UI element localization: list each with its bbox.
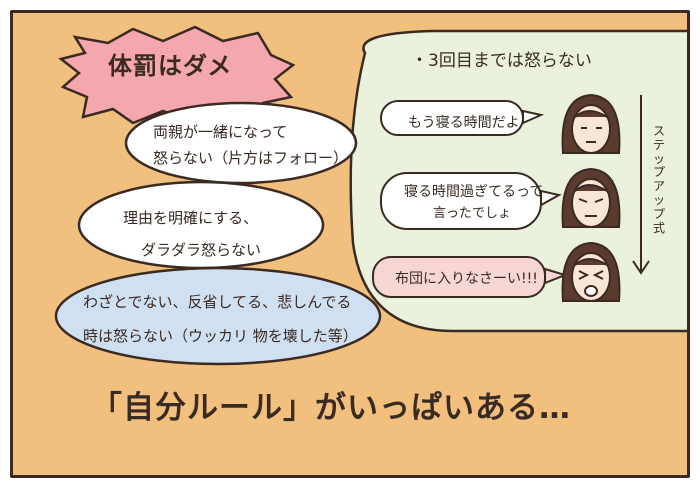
step-up-label: ステップアップ式: [653, 124, 666, 235]
step-1-text: もう寝る時間だよ: [408, 115, 520, 131]
bubble-2-line-2: ダラダラ怒らない: [141, 241, 262, 259]
mom-face-angry: [561, 241, 621, 302]
down-arrow-icon: [632, 95, 650, 275]
bubble-2-line-1: 理由を明確にする、: [123, 209, 259, 227]
bubble-1-line-2: 怒らない（片方はフォロー）: [153, 149, 349, 167]
comic-panel: 体罰はダメ 両親が一緒になって 怒らない（片方はフォロー） 理由を明確にする、 …: [10, 10, 690, 478]
speech-bubble-3: [54, 266, 382, 366]
step-2-text-line-2: 言ったでしょ: [433, 206, 512, 221]
step-3-text: 布団に入りなさーい!!!: [395, 271, 538, 287]
step-2-text-line-1: 寝る時間過ぎてるって: [404, 184, 544, 200]
speech-bubble-1: [124, 101, 358, 185]
panel-artwork: [54, 25, 687, 366]
title-text: 体罰はダメ: [108, 52, 233, 80]
bubble-1-line-1: 両親が一緒になって: [153, 123, 288, 141]
mom-face-stern: [561, 167, 621, 228]
rule-heading: ・3回目までは怒らない: [411, 51, 592, 71]
caption-text: 「自分ルール」がいっぱいある…: [91, 390, 571, 426]
bubble-3-line-1: わざとでない、反省してる、悲しんでる: [83, 293, 352, 311]
mom-face-calm: [561, 93, 621, 154]
bubble-3-line-2: 時は怒らない（ウッカリ 物を壊した等）: [83, 327, 358, 345]
